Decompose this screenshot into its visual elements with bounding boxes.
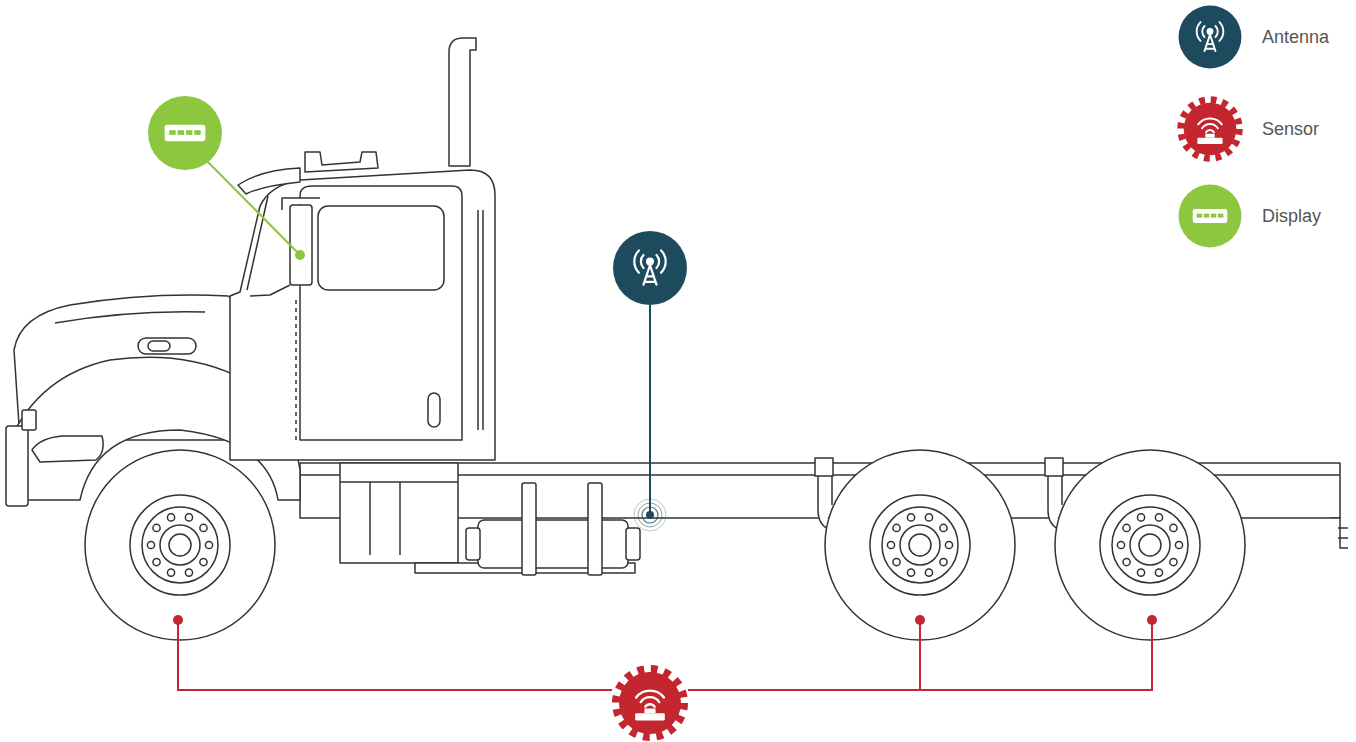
bolt-hole — [205, 541, 212, 548]
legend-swatch — [1176, 182, 1244, 250]
legend-label: Display — [1262, 206, 1321, 227]
bolt-hole — [1123, 524, 1130, 531]
bolt-hole — [153, 524, 160, 531]
bolt-hole — [940, 558, 947, 565]
legend-entry: Display — [1176, 182, 1321, 250]
bolt-hole — [907, 514, 914, 521]
legend-swatch — [1176, 95, 1244, 163]
legend-label: Antenna — [1262, 27, 1329, 48]
legend-entry: Antenna — [1176, 3, 1329, 71]
legend-label: Sensor — [1262, 119, 1319, 140]
bolt-hole — [1175, 541, 1182, 548]
bolt-hole — [1137, 569, 1144, 576]
legend-swatch — [1176, 3, 1244, 71]
bolt-hole — [1155, 514, 1162, 521]
bolt-hole — [887, 541, 894, 548]
bolt-hole — [1155, 569, 1162, 576]
legend-entry: Sensor — [1176, 95, 1319, 163]
bolt-hole — [1170, 524, 1177, 531]
bolt-hole — [893, 524, 900, 531]
legend: AntennaSensorDisplay — [1176, 0, 1354, 260]
bolt-hole — [185, 514, 192, 521]
bolt-hole — [167, 569, 174, 576]
bolt-hole — [893, 558, 900, 565]
legend-icon — [1176, 182, 1244, 250]
bolt-hole — [1137, 514, 1144, 521]
bolt-hole — [940, 524, 947, 531]
bolt-hole — [153, 558, 160, 565]
bolt-hole — [185, 569, 192, 576]
bolt-hole — [147, 541, 154, 548]
legend-icon — [1176, 3, 1244, 71]
bolt-hole — [167, 514, 174, 521]
bolt-hole — [925, 569, 932, 576]
bolt-hole — [200, 558, 207, 565]
legend-icon — [1176, 95, 1244, 163]
bolt-hole — [945, 541, 952, 548]
bolt-hole — [1170, 558, 1177, 565]
bolt-hole — [925, 514, 932, 521]
bolt-hole — [907, 569, 914, 576]
bolt-hole — [200, 524, 207, 531]
bolt-hole — [1123, 558, 1130, 565]
bolt-hole — [1117, 541, 1124, 548]
